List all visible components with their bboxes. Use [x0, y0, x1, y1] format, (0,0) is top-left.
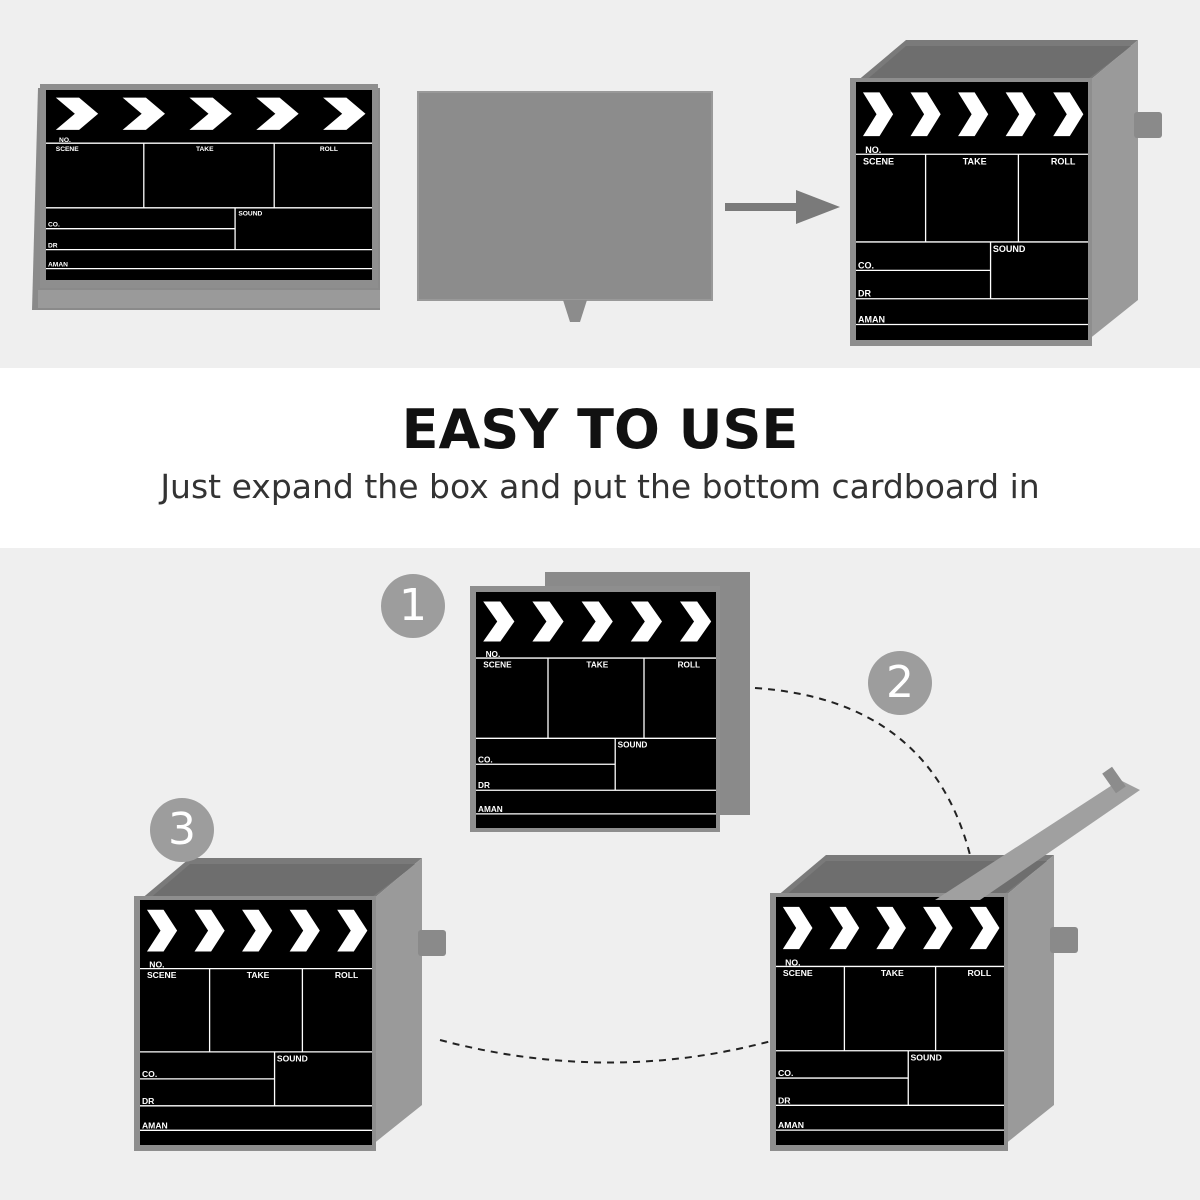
- board-label: CO.: [142, 1069, 157, 1079]
- clapperboard-print: NO.SCENE TAKE ROLL SOUND CO. DR AMAN: [776, 897, 1004, 1145]
- clapperboard-print: NO. SCENE TAKE ROLL SOUND CO. DR AMAN: [46, 90, 372, 280]
- chevron-stripe: [194, 909, 225, 952]
- board-label: SCENE: [147, 970, 177, 980]
- chevron-stripe: [146, 909, 178, 952]
- chevron-stripe: [189, 97, 232, 130]
- chevron-stripe: [55, 97, 99, 130]
- arrow-head: [796, 190, 840, 224]
- board-label: ROLL: [678, 660, 700, 669]
- cardboard-pull-tab: [1102, 766, 1126, 794]
- board-label: SOUND: [618, 741, 648, 750]
- board-label: TAKE: [196, 146, 214, 153]
- board-label: CO.: [478, 755, 493, 764]
- chevron-stripe: [532, 601, 564, 642]
- box-interior-wall: [148, 864, 416, 900]
- box-handle: [1134, 112, 1162, 138]
- chevron-stripe: [289, 909, 320, 952]
- chevron-stripe: [1005, 92, 1036, 137]
- board-label: NO.: [865, 145, 881, 155]
- board-label: TAKE: [963, 156, 987, 166]
- chevron-stripe: [782, 906, 813, 950]
- board-label: DR: [858, 289, 872, 299]
- chevron-stripe: [630, 601, 662, 642]
- board-label: ROLL: [335, 970, 358, 980]
- board-label: ROLL: [1051, 156, 1076, 166]
- heading-title: EASY TO USE: [401, 398, 799, 461]
- step-3-badge: 3: [150, 798, 214, 862]
- chevron-stripe: [122, 97, 165, 130]
- chevron-stripe: [923, 906, 953, 950]
- board-label: DR: [48, 243, 58, 250]
- bottom-cardboard: [417, 91, 713, 301]
- board-label: AMAN: [478, 805, 503, 814]
- board-label: CO.: [858, 260, 874, 270]
- chevron-stripe: [958, 92, 989, 137]
- dashed-path-2-3: [439, 1039, 776, 1064]
- chevron-stripe: [829, 906, 860, 950]
- board-label: SCENE: [783, 968, 813, 978]
- chevron-stripe: [323, 97, 366, 130]
- board-label: SCENE: [56, 146, 79, 153]
- bottom-cardboard-inserting: [935, 780, 1140, 900]
- board-label: AMAN: [858, 315, 885, 325]
- board-label: TAKE: [881, 968, 904, 978]
- heading-band: EASY TO USE Just expand the box and put …: [0, 368, 1200, 548]
- board-label: DR: [142, 1096, 155, 1106]
- box-handle: [1050, 927, 1078, 953]
- board-label: TAKE: [586, 660, 608, 669]
- chevron-stripe: [483, 601, 515, 642]
- box-side: [1004, 855, 1054, 1145]
- board-label: AMAN: [48, 262, 68, 269]
- clapperboard-print: NO.SCENE TAKE ROLL SOUND CO. DR AMAN: [476, 592, 716, 828]
- clapperboard-print: NO.SCENE TAKE ROLL SOUND CO. DR AMAN: [856, 82, 1088, 340]
- board-label: SOUND: [238, 210, 262, 217]
- cardboard-pull-tab: [563, 300, 587, 322]
- box-side: [1088, 40, 1138, 340]
- chevron-stripe: [969, 906, 1000, 950]
- board-label: AMAN: [142, 1120, 168, 1130]
- board-label: DR: [478, 781, 490, 790]
- chevron-stripe: [862, 92, 894, 137]
- chevron-stripe: [337, 909, 368, 952]
- step-1-badge: 1: [381, 574, 445, 638]
- board-label: NO.: [785, 957, 800, 967]
- board-label: SOUND: [277, 1053, 308, 1063]
- step-2-badge: 2: [868, 651, 932, 715]
- chevron-stripe: [581, 601, 613, 642]
- chevron-stripe: [256, 97, 299, 130]
- board-label: CO.: [48, 222, 60, 229]
- board-label: SCENE: [863, 156, 894, 166]
- board-label: CO.: [778, 1068, 793, 1078]
- box-interior-wall: [864, 46, 1132, 82]
- board-label: ROLL: [320, 146, 338, 153]
- box-handle: [418, 930, 446, 956]
- box-side: [372, 858, 422, 1145]
- board-label: SOUND: [993, 244, 1026, 254]
- board-label: TAKE: [247, 970, 270, 980]
- board-label: DR: [778, 1095, 791, 1105]
- chevron-stripe: [680, 601, 712, 642]
- board-label: NO.: [59, 137, 71, 144]
- chevron-stripe: [876, 906, 906, 950]
- chevron-stripe: [1053, 92, 1084, 137]
- dashed-path-1-2: [754, 687, 971, 856]
- clapperboard-print: NO.SCENE TAKE ROLL SOUND CO. DR AMAN: [140, 900, 372, 1145]
- board-label: AMAN: [778, 1120, 804, 1130]
- board-label: NO.: [486, 650, 501, 659]
- board-label: NO.: [149, 960, 164, 970]
- board-label: ROLL: [968, 968, 992, 978]
- board-label: SCENE: [483, 660, 512, 669]
- folded-box-fold: [38, 290, 380, 308]
- board-label: SOUND: [911, 1052, 942, 1062]
- arrow-shaft: [725, 203, 800, 211]
- heading-subtitle: Just expand the box and put the bottom c…: [160, 467, 1040, 506]
- chevron-stripe: [910, 92, 941, 137]
- chevron-stripe: [242, 909, 273, 952]
